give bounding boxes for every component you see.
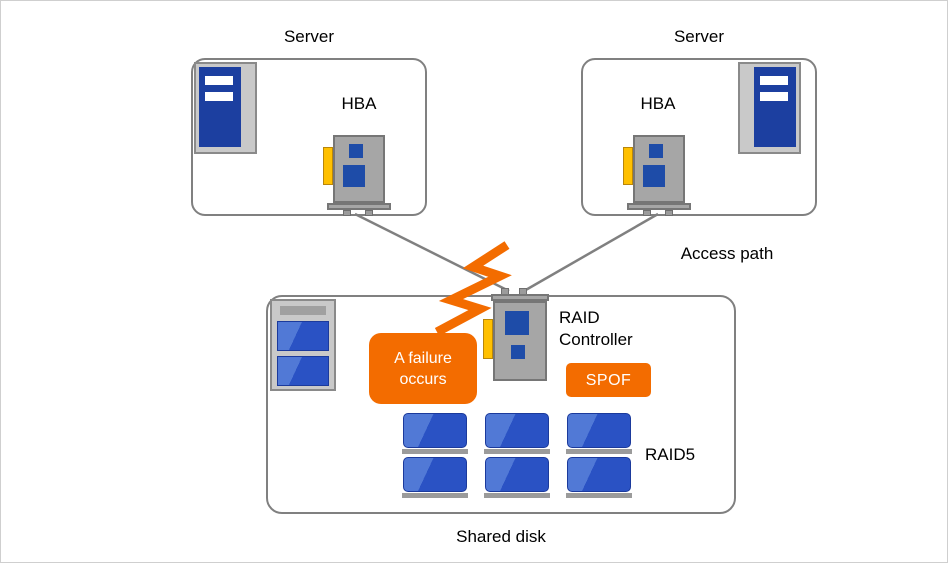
hba-left-label: HBA xyxy=(341,94,377,113)
hba-chip-small xyxy=(649,144,663,158)
access-path-line-right xyxy=(523,212,659,293)
disk-tray xyxy=(402,493,468,498)
raid5-label: RAID5 xyxy=(645,445,696,464)
raid-chip-small xyxy=(511,345,525,359)
raid-bracket xyxy=(491,294,549,301)
disk-icon xyxy=(485,413,549,448)
access-path-label: Access path xyxy=(680,244,774,263)
disk-tray xyxy=(566,493,632,498)
server-tower-icon-left xyxy=(194,62,257,154)
array-disk-icon xyxy=(277,356,329,386)
tower-panel xyxy=(754,67,796,147)
disk-tray xyxy=(402,449,468,454)
tower-slot xyxy=(205,76,233,85)
tower-panel xyxy=(199,67,241,147)
hba-bracket xyxy=(627,203,691,210)
hba-chip-small xyxy=(349,144,363,158)
shared-disk-label: Shared disk xyxy=(456,527,546,546)
hba-chip-large xyxy=(643,165,665,187)
disk-tray xyxy=(484,493,550,498)
spof-badge: SPOF xyxy=(566,363,651,397)
failure-badge: A failure occurs xyxy=(369,333,477,404)
hba-pin xyxy=(665,210,673,216)
hba-bracket xyxy=(327,203,391,210)
server-tower-icon-right xyxy=(738,62,801,154)
array-disk-icon xyxy=(277,321,329,351)
hba-connector-icon xyxy=(623,147,633,185)
disk-icon xyxy=(485,457,549,492)
disk-icon xyxy=(403,413,467,448)
hba-pin xyxy=(643,210,651,216)
tower-slot xyxy=(760,92,788,101)
server-right-label: Server xyxy=(673,27,725,46)
disk-icon xyxy=(567,457,631,492)
hba-chip-large xyxy=(343,165,365,187)
tower-slot xyxy=(760,76,788,85)
tower-slot xyxy=(205,92,233,101)
hba-right-label: HBA xyxy=(640,94,676,113)
hba-pin xyxy=(343,210,351,216)
raid-connector-icon xyxy=(483,319,493,359)
hba-connector-icon xyxy=(323,147,333,185)
hba-pin xyxy=(365,210,373,216)
raid-chip-large xyxy=(505,311,529,335)
disk-icon xyxy=(567,413,631,448)
array-vent xyxy=(280,306,326,315)
server-left-label: Server xyxy=(283,27,335,46)
disk-array-icon xyxy=(270,299,336,391)
disk-tray xyxy=(484,449,550,454)
disk-tray xyxy=(566,449,632,454)
disk-icon xyxy=(403,457,467,492)
raid-controller-label: RAID Controller xyxy=(559,308,633,349)
access-path-line-left xyxy=(354,212,510,293)
